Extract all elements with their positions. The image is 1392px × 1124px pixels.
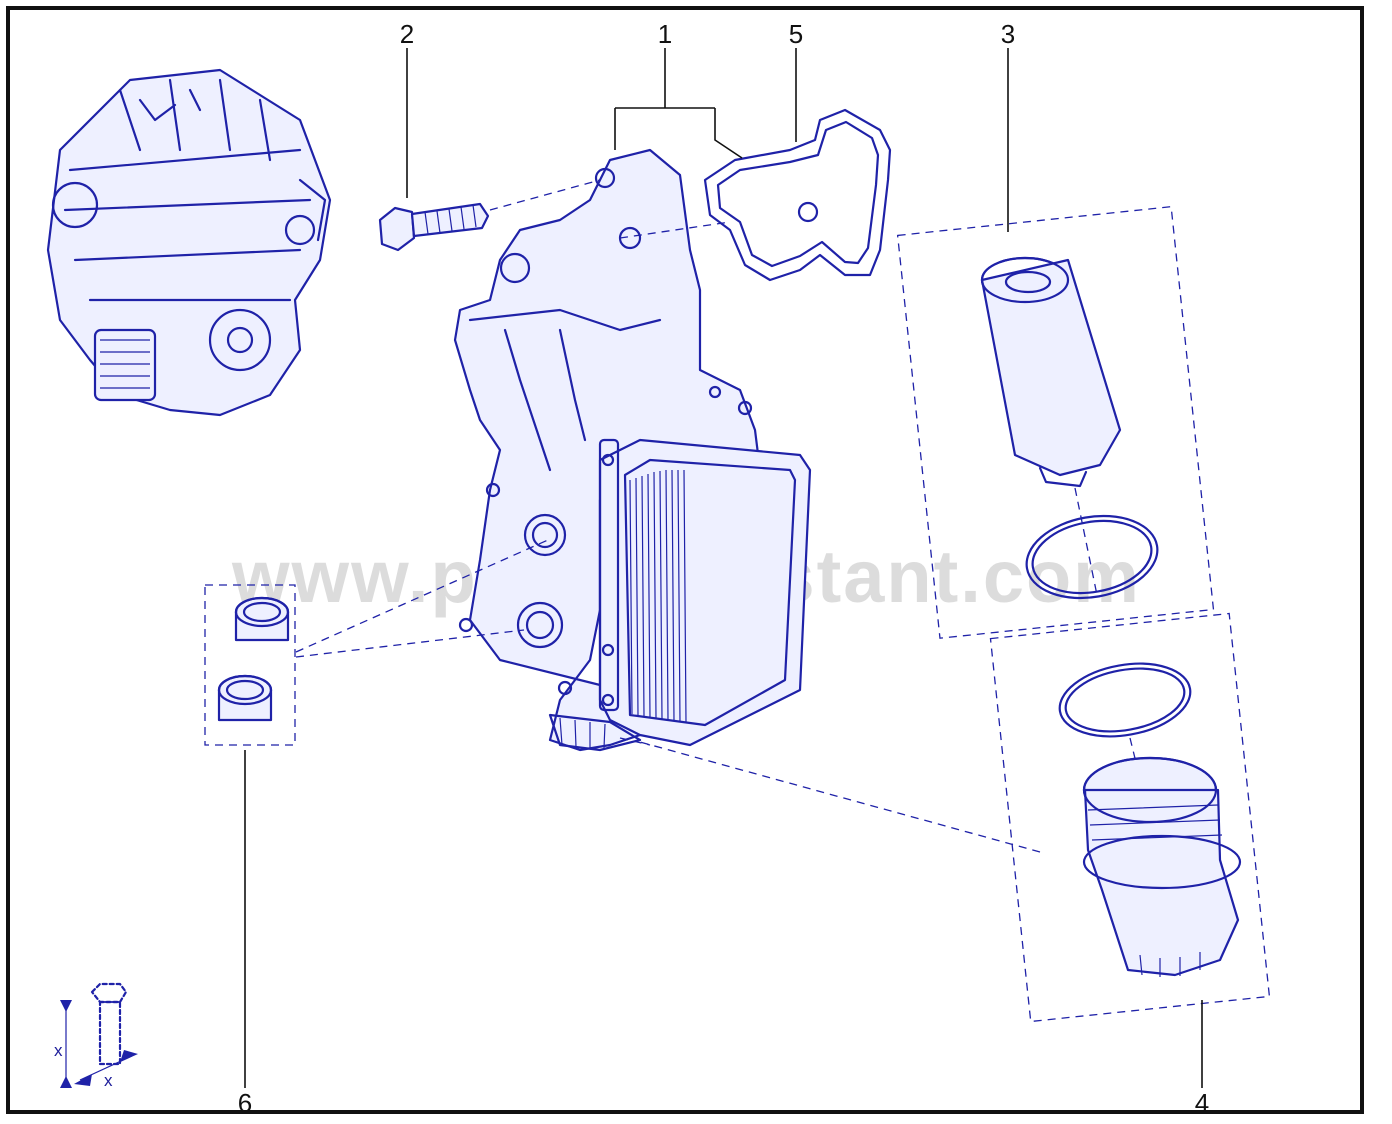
arrow-up-icon xyxy=(60,1076,72,1088)
part-3-filter-cartridge xyxy=(980,256,1159,600)
part-4-assembly-leader xyxy=(639,741,1041,853)
arrow-down-icon xyxy=(60,1000,72,1012)
part-4-filter-cap xyxy=(1058,662,1242,977)
callout-3: 3 xyxy=(1001,19,1015,49)
part-6-leader-upper xyxy=(295,539,549,653)
callout-5: 5 xyxy=(789,19,803,49)
part-4-group-box xyxy=(989,612,1271,1023)
callout-6: 6 xyxy=(238,1088,252,1118)
callout-2: 2 xyxy=(400,19,414,49)
dimension-x-vertical: x xyxy=(54,1041,63,1060)
callout-1: 1 xyxy=(658,19,672,49)
part-6-leader-lower xyxy=(295,629,525,658)
part-5-gasket xyxy=(619,108,892,282)
part-6-group-box xyxy=(204,584,296,746)
engine-overview-image xyxy=(46,68,332,417)
bolt-dimension-legend: x x xyxy=(54,982,138,1090)
dimension-x-horizontal: x xyxy=(104,1071,113,1090)
part-3-group-box xyxy=(896,205,1215,639)
callout-1-leader xyxy=(614,48,743,159)
part-2-bolt xyxy=(378,179,601,252)
part-1-oil-filter-housing xyxy=(453,148,812,752)
part-6-sleeves xyxy=(217,596,290,722)
callout-4: 4 xyxy=(1195,1088,1209,1118)
